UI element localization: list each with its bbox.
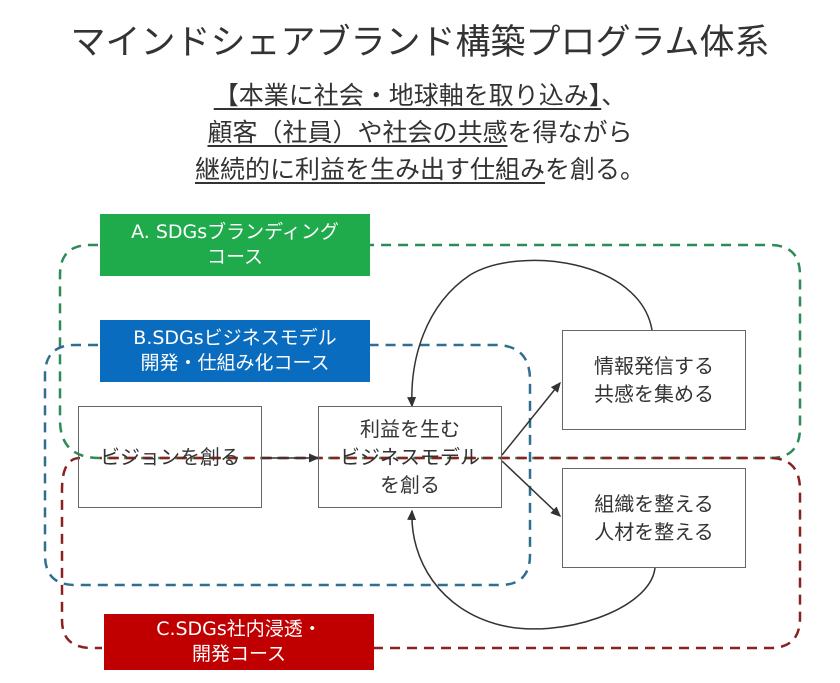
course-c-label: C.SDGs社内浸透・開発コース [104, 614, 374, 670]
step-vision-text: ビジョンを創る [100, 445, 240, 469]
step-model-line-1: 利益を生む [360, 417, 460, 441]
step-org: 組織を整える人材を整える [562, 468, 746, 568]
arrow-model-to-org [501, 460, 562, 518]
step-info-line-2: 共感を集める [594, 382, 714, 406]
step-model-line-2: ビジネスモデル [340, 445, 480, 469]
course-c-line-2: 開発コース [191, 643, 287, 665]
subtitle-line-3-underlined: 継続的に利益を生み出す仕組み [194, 155, 545, 184]
page-title: マインドシェアブランド構築プログラム体系 [70, 23, 770, 63]
subtitle-line-2-underlined: 顧客（社員）や社会の共感 [207, 118, 508, 147]
subtitle-line-2: 顧客（社員）や社会の共感を得ながら [0, 113, 840, 149]
course-b-line-1: B.SDGsビジネスモデル [133, 327, 337, 349]
step-org-line-2: 人材を整える [594, 520, 714, 544]
loop-org-to-model [407, 509, 656, 630]
subtitle-line-2-rest: を得ながら [507, 118, 633, 147]
step-info: 情報発信する共感を集める [562, 330, 746, 430]
step-info-line-1: 情報発信する [594, 354, 714, 378]
course-a-line-1: A. SDGsブランディング [131, 221, 339, 243]
course-c-line-1: C.SDGs社内浸透・ [156, 618, 322, 640]
step-org-line-1: 組織を整える [594, 492, 714, 516]
course-b-label: B.SDGsビジネスモデル開発・仕組み化コース [100, 320, 370, 382]
step-business-model: 利益を生むビジネスモデルを創る [318, 406, 502, 508]
course-b-boundary [43, 343, 532, 587]
subtitle-line-3: 継続的に利益を生み出す仕組みを創る。 [0, 150, 840, 186]
course-c-boundary [60, 456, 802, 650]
subtitle-line-1: 【本業に社会・地球軸を取り込み】、 [0, 76, 840, 112]
course-a-line-2: コース [206, 246, 264, 268]
arrow-model-to-info [501, 381, 561, 456]
loop-info-to-model [407, 259, 653, 408]
step-vision: ビジョンを創る [78, 406, 262, 508]
subtitle-line-1-underlined: 【本業に社会・地球軸を取り込み】 [213, 81, 602, 110]
course-a-label: A. SDGsブランディングコース [100, 214, 370, 276]
subtitle-line-1-rest: 、 [601, 81, 627, 110]
subtitle-line-3-rest: を創る。 [545, 155, 646, 184]
course-b-line-2: 開発・仕組み化コース [140, 352, 330, 374]
step-model-line-3: を創る [380, 473, 440, 497]
